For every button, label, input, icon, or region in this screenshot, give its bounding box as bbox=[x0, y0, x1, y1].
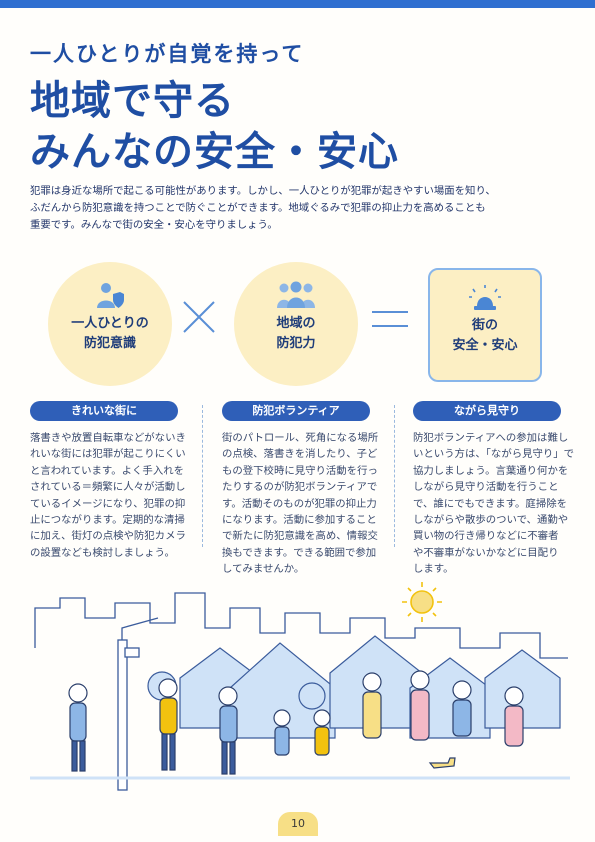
text-line: の点検、落書きを消したり、子ど bbox=[222, 448, 378, 461]
text-line: してみませんか。 bbox=[222, 563, 305, 576]
intro-paragraph: 犯罪は身近な場所で起こる可能性があります。しかし、一人ひとりが犯罪が起きやすい場… bbox=[30, 183, 570, 234]
text-line: に加え、街灯の点検や防犯カメラ bbox=[30, 530, 186, 543]
page-subtitle: 一人ひとりが自覚を持って bbox=[30, 42, 305, 66]
text-line: で、誰にでもできます。庭掃除を bbox=[413, 497, 567, 510]
text-line: の設置なども検討しましょう。 bbox=[30, 546, 175, 559]
text-line: や不審車がないかなどに目配り bbox=[413, 546, 559, 559]
sun-icon bbox=[402, 582, 442, 622]
community-icon bbox=[277, 281, 315, 308]
page-number: 10 bbox=[278, 812, 318, 836]
text-line: 落書きや放置自転車などがないき bbox=[30, 432, 186, 444]
text-line: されている＝頻繁に人々が活動し bbox=[30, 481, 186, 494]
text-line: 換もできます。できる範囲で参加 bbox=[222, 546, 377, 559]
utility-pole bbox=[117, 617, 159, 791]
skyline bbox=[34, 592, 568, 659]
heading-clean-town: きれいな街に bbox=[30, 401, 178, 421]
top-bar bbox=[0, 0, 595, 8]
text-line: で新たに防犯意識を高め、情報交 bbox=[222, 530, 378, 543]
text-line: になります。活動に参加すること bbox=[222, 514, 377, 527]
column-divider bbox=[394, 405, 395, 547]
heading-casual-watch: ながら見守り bbox=[413, 401, 561, 421]
text-line: 買い物の行き帰りなどに不審者 bbox=[413, 530, 559, 543]
text-line: す。活動そのものが犯罪の抑止力 bbox=[222, 497, 377, 510]
text-line: ているイメージになり、犯罪の抑 bbox=[30, 497, 186, 510]
page-title: 地域で守る みんなの安全・安心 bbox=[30, 76, 399, 178]
clean-town-text: 落書きや放置自転車などがないき れいな街には犯罪が起こりにくい と言われています… bbox=[30, 430, 192, 561]
safety-box: 街の 安全・安心 bbox=[428, 268, 542, 382]
people bbox=[68, 670, 524, 775]
column-divider bbox=[202, 405, 203, 547]
text-line: と言われています。よく手入れを bbox=[30, 464, 184, 477]
title-line-2: みんなの安全・安心 bbox=[30, 129, 399, 175]
shield-person-icon bbox=[97, 283, 124, 308]
text-line: 止につながります。定期的な清掃 bbox=[30, 514, 185, 527]
siren-icon bbox=[469, 285, 501, 310]
text-line: しながら見守り活動を行うこと bbox=[413, 481, 559, 494]
volunteer-text: 街のパトロール、死角になる場所 の点検、落書きを消したり、子ど もの登下校時に見… bbox=[222, 430, 384, 578]
community-label-1: 地域の bbox=[276, 316, 316, 331]
text-line: たりするのが防犯ボランティアで bbox=[222, 481, 378, 494]
text-line: 防犯ボランティアへの参加は難し bbox=[413, 432, 569, 444]
casual-watch-text: 防犯ボランティアへの参加は難し いという方は、「ながら見守り」で 協力しましょう… bbox=[413, 430, 575, 578]
safety-label-2: 安全・安心 bbox=[452, 338, 518, 353]
text-line: いという方は、「ながら見守り」で bbox=[413, 448, 575, 461]
awareness-label-1: 一人ひとりの bbox=[71, 316, 149, 331]
safety-label-1: 街の bbox=[471, 318, 498, 333]
intro-line-2: ふだんから防犯意識を持つことで防ぐことができます。地域ぐるみで犯罪の抑止力を高め… bbox=[30, 202, 486, 214]
intro-line-1: 犯罪は身近な場所で起こる可能性があります。しかし、一人ひとりが犯罪が起きやすい場… bbox=[30, 185, 496, 197]
text-line: 協力しましょう。言葉通り何かを bbox=[413, 464, 569, 477]
community-label-2: 防犯力 bbox=[276, 336, 316, 351]
text-line: 街のパトロール、死角になる場所 bbox=[222, 432, 379, 444]
text-line: します。 bbox=[413, 563, 454, 576]
town-illustration bbox=[30, 582, 570, 791]
times-symbol bbox=[180, 298, 218, 340]
equals-symbol bbox=[370, 305, 410, 337]
text-line: しながらや散歩のついで、通勤や bbox=[413, 514, 569, 527]
text-line: もの登下校時に見守り活動を行っ bbox=[222, 464, 378, 477]
awareness-circle: 一人ひとりの 防犯意識 bbox=[48, 262, 172, 386]
intro-line-3: 重要です。みんなで街の安全・安心を守りましょう。 bbox=[30, 219, 278, 231]
title-line-1: 地域で守る bbox=[30, 78, 235, 124]
awareness-label-2: 防犯意識 bbox=[83, 336, 136, 351]
community-circle: 地域の 防犯力 bbox=[234, 262, 358, 386]
heading-volunteer: 防犯ボランティア bbox=[222, 401, 370, 421]
text-line: れいな街には犯罪が起こりにくい bbox=[30, 448, 186, 461]
